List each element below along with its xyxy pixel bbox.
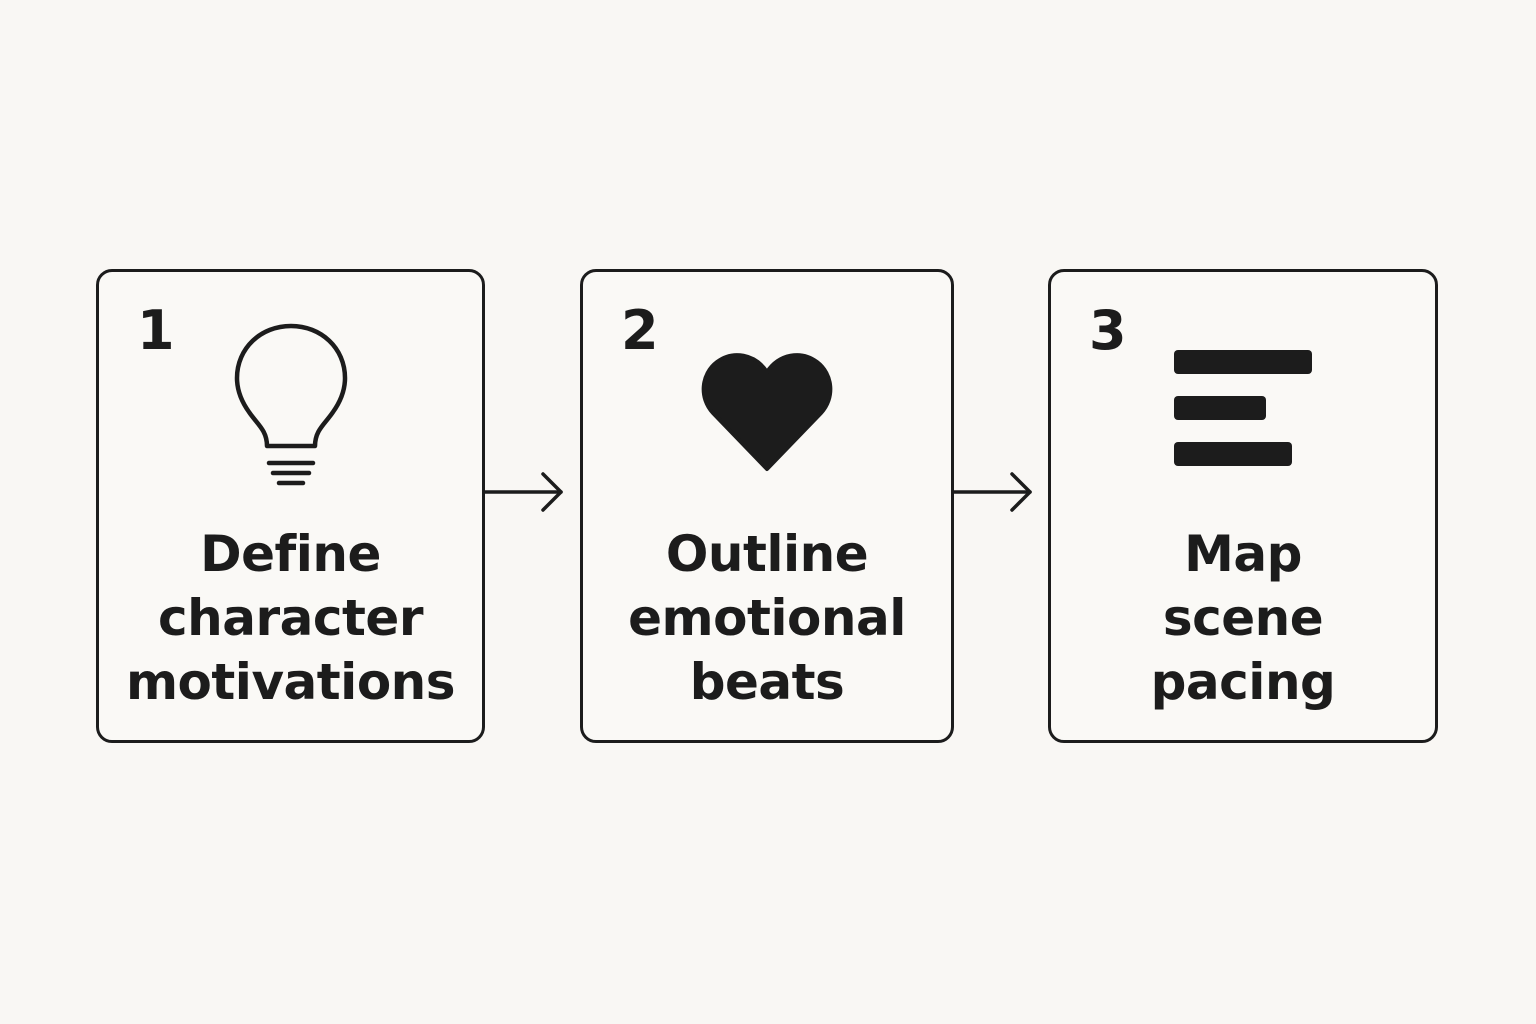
lightbulb-icon [99, 320, 482, 490]
step-label: Outline emotional beats [583, 522, 951, 714]
step-label-line: pacing [1150, 653, 1336, 711]
step-label-line: Outline [665, 525, 869, 583]
step-number: 3 [1089, 299, 1127, 362]
step-label-line: Map [1184, 525, 1302, 583]
step-label-line: emotional [628, 589, 906, 647]
step-label-line: scene [1162, 589, 1324, 647]
text-lines-icon [1051, 320, 1435, 490]
step-card-outline-beats: 2 Outline emotional beats [580, 269, 954, 743]
heart-icon [583, 320, 951, 490]
arrow-right-icon [485, 472, 563, 512]
step-label-line: character [158, 589, 423, 647]
step-label: Define character motivations [99, 522, 482, 714]
step-label: Map scene pacing [1051, 522, 1435, 714]
arrow-right-icon [954, 472, 1032, 512]
step-number: 1 [137, 299, 175, 362]
step-label-line: Define [200, 525, 381, 583]
step-card-scene-pacing: 3 Map scene pacing [1048, 269, 1438, 743]
step-label-line: motivations [125, 653, 456, 711]
step-number: 2 [621, 299, 659, 362]
step-card-define-motivations: 1 Define character motivations [96, 269, 485, 743]
step-label-line: beats [689, 653, 845, 711]
